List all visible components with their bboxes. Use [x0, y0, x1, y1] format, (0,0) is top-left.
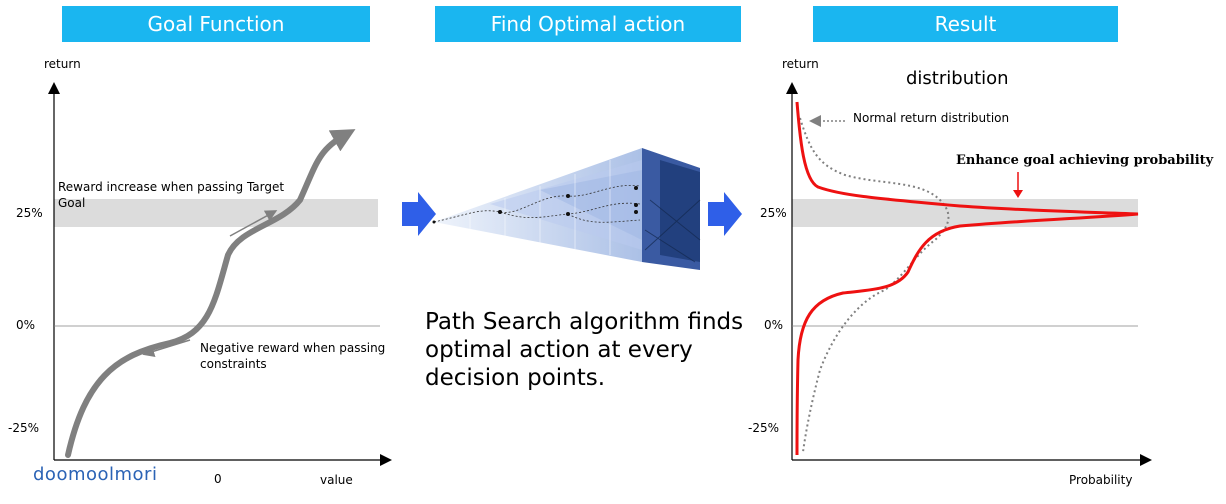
- distribution-title: distribution: [906, 68, 1009, 89]
- negative-arrow: [142, 339, 191, 357]
- increase-arrow: [229, 210, 278, 237]
- flow-arrow-2: [708, 192, 742, 236]
- enhanced-distribution-curve: [795, 101, 1139, 456]
- reward-increase-annotation: Reward increase when passing Target Goal: [58, 180, 285, 210]
- left-y-axis-label: return: [44, 57, 81, 71]
- left-tick-0: 0%: [16, 318, 36, 332]
- path-search-description: Path Search algorithm finds optimal acti…: [425, 309, 744, 391]
- left-x-zero-label: 0: [214, 472, 222, 486]
- normal-return-legend: Normal return distribution: [853, 111, 1010, 125]
- goal-function-chart: [48, 82, 392, 466]
- flow-arrow-1: [402, 192, 436, 236]
- left-tick-minus25: -25%: [8, 421, 40, 435]
- left-tick-25: 25%: [16, 206, 43, 220]
- enhance-goal-legend: Enhance goal achieving probability: [956, 153, 1214, 168]
- goal-curve: [65, 129, 356, 458]
- find-optimal-action-header: Find Optimal action: [435, 6, 741, 42]
- right-y-axis-label: return: [782, 57, 819, 71]
- path-search-illustration: [432, 148, 701, 270]
- right-tick-25: 25%: [760, 206, 787, 220]
- right-tick-minus25: -25%: [748, 421, 780, 435]
- target-band: [54, 199, 378, 227]
- normal-distribution-curve: [799, 117, 950, 453]
- negative-reward-annotation: Negative reward when passing constraints: [200, 341, 386, 371]
- doomoolmori-logo: doomoolmori: [33, 464, 158, 485]
- goal-function-header: Goal Function: [62, 6, 370, 42]
- left-x-axis-label: value: [320, 473, 353, 487]
- right-x-axis-label: Probability: [1069, 473, 1133, 487]
- result-chart: [786, 82, 1152, 466]
- right-tick-0: 0%: [764, 318, 784, 332]
- result-header: Result: [813, 6, 1118, 42]
